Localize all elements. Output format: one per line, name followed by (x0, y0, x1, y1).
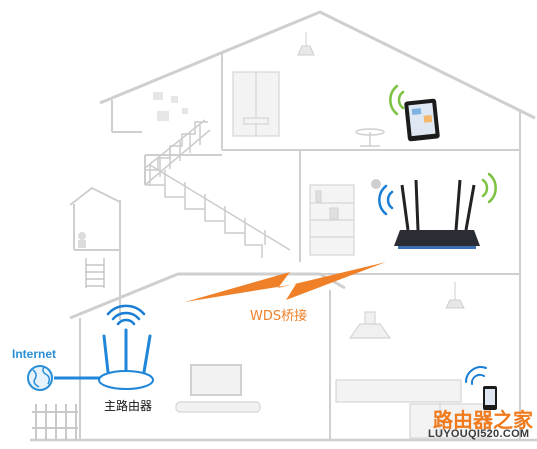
tablet-icon (404, 98, 440, 142)
wifi-signal-icon (378, 184, 394, 216)
wall-frames-icon (153, 92, 188, 121)
plant-icon (78, 232, 86, 248)
staircase-upper (144, 119, 211, 186)
main-router-label: 主路由器 (104, 399, 153, 413)
ceiling-lamp-icon (297, 32, 315, 56)
wifi-signal-icon (465, 366, 487, 385)
wifi-signal-icon (481, 172, 497, 204)
watermark-title: 路由器之家 (433, 408, 533, 432)
wifi-signal-icon (389, 84, 405, 116)
fence-icon (32, 404, 78, 440)
wardrobe-icon (232, 71, 280, 137)
staircase-lower (145, 164, 291, 258)
side-table-icon (355, 128, 385, 147)
main-router-icon (98, 328, 154, 390)
ladder-icon (85, 258, 105, 288)
wall-clock-icon (371, 179, 381, 189)
pendant-lamp-icon (445, 282, 465, 309)
repeater-router-icon (394, 179, 480, 249)
phone-icon (483, 386, 497, 410)
tv-icon (175, 364, 261, 413)
internet-label: Internet (12, 347, 57, 361)
range-hood-icon (348, 311, 392, 339)
bookshelf-icon (309, 184, 355, 256)
lightning-bolt-icon (185, 262, 386, 302)
wifi-signal-icon (106, 304, 146, 326)
globe-icon (27, 365, 53, 391)
wds-bridge-label: WDS桥接 (250, 309, 308, 324)
watermark-url: LUYOUQI520.COM (428, 428, 530, 440)
kitchen-cabinets-icon (335, 379, 491, 439)
